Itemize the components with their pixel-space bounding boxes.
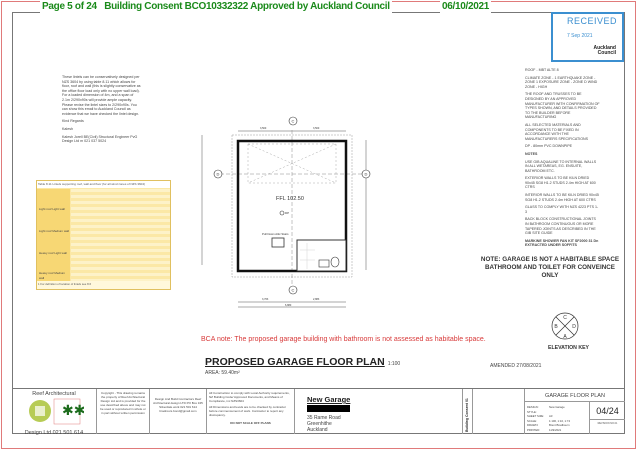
elevation-key-label: ELEVATION KEY [548, 345, 590, 351]
amended-date: AMENDED 27/08/2021 [490, 363, 542, 369]
svg-text:C: C [563, 315, 567, 321]
header-date: 06/10/2021 [440, 1, 492, 13]
drawing-scale: 1:100 [387, 361, 401, 367]
dim-top-1: 3,500 [260, 127, 267, 130]
sheet-number: 04/24 [589, 402, 625, 420]
bca-note: BCA note: The proposed garage building w… [201, 336, 486, 343]
dp-label: DP [285, 211, 289, 215]
blank-cell [473, 389, 525, 434]
svg-text:D: D [217, 172, 220, 177]
bathroom [296, 239, 347, 272]
dim-total: 6,880 [285, 304, 292, 307]
consent-vertical: Building Consent 01 [463, 389, 473, 434]
svg-text:✱✱: ✱✱ [62, 402, 84, 418]
builder-cell: Design And Build Contractors Reef Archit… [150, 389, 207, 434]
compliance-cell: All Construction to comply with Local Au… [207, 389, 295, 434]
stamp-date: 7 Sep 2021 [567, 33, 593, 39]
title-row: PROPOSED GARAGE FLOOR PLAN 1:100 [205, 356, 400, 368]
engineer-letter: These lintels can be conservatively desi… [62, 75, 141, 144]
habitable-note: NOTE: GARAGE IS NOT A HABITABLE SPACE BA… [480, 256, 620, 279]
company-cell: Reef Architectural ✱✱ Design Ltd 021 501… [12, 389, 97, 436]
title-block: Reef Architectural ✱✱ Design Ltd 021 501… [12, 388, 625, 436]
elevation-key-icon: CB DA [551, 312, 579, 340]
company-logo: ✱✱ [29, 398, 85, 425]
ffl-label: FFL 102.50 [276, 196, 304, 202]
svg-text:A: A [563, 334, 567, 340]
dim-bottom-1: 3,763 [262, 298, 269, 301]
garage-walls [236, 139, 348, 273]
svg-text:D: D [365, 172, 368, 177]
drawing-area: AREA: 59.40m² [205, 370, 240, 376]
basin-icon [318, 259, 330, 268]
redacted-block [307, 405, 350, 412]
dim-bottom-2: 2,883 [313, 298, 320, 301]
dim-top-2: 3,500 [313, 127, 320, 130]
consent-text: Building Consent BCO10332322 Approved by… [104, 1, 390, 12]
header-page: Page 5 of 24 Building Consent BCO1033232… [40, 1, 392, 13]
downpipe-icon [279, 210, 285, 216]
attic-label: Pull Down Attic Stairs [262, 232, 289, 236]
attic-stairs-icon [271, 237, 285, 248]
copyright-cell: Copyright - This drawing remains the pro… [97, 389, 150, 434]
toilet-icon [330, 256, 340, 268]
svg-text:C: C [292, 119, 295, 124]
sheet-info-cell: GARAGE FLOOR PLAN DESIGN:STYLE:SHEET SIZ… [525, 389, 625, 434]
svg-text:C: C [292, 288, 295, 293]
stamp-title: RECEIVED [566, 16, 617, 26]
page-number: Page 5 of 24 [42, 1, 97, 12]
floor-plan: DP FFL 102.50 Pull Down Attic Stairs 3,5… [201, 116, 371, 308]
svg-text:B: B [554, 324, 558, 330]
drawing-title: PROPOSED GARAGE FLOOR PLAN [205, 356, 385, 368]
lintel-table: Table 8.11 Lintels supporting roof, wall… [36, 180, 171, 290]
svg-text:D: D [572, 324, 576, 330]
